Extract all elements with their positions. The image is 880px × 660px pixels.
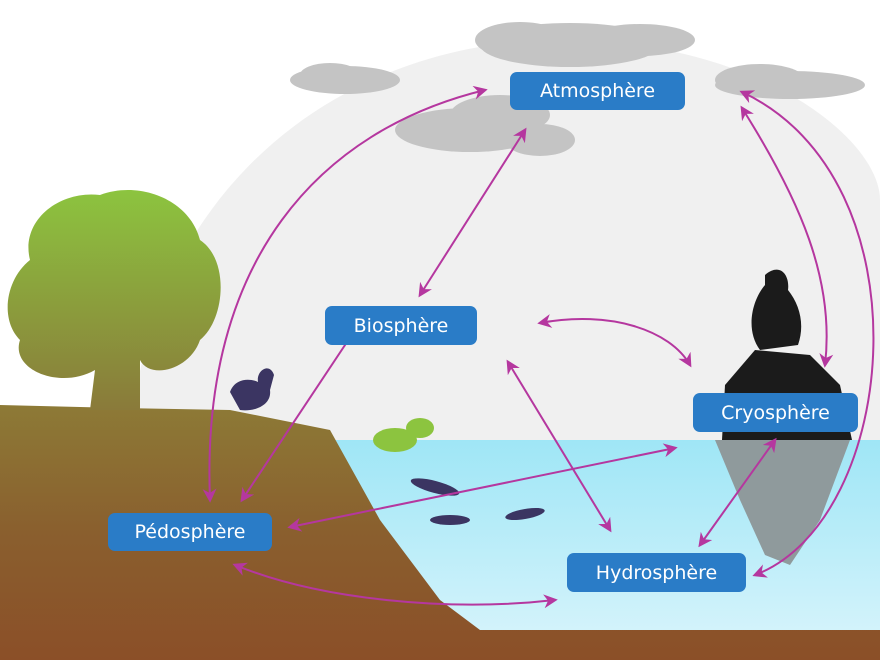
tree-icon [7, 190, 221, 410]
arrow-biosphere-pedosphere [240, 327, 357, 503]
label-pedosphere: Pédosphère [108, 513, 272, 551]
label-biosphere: Biosphère [325, 306, 477, 345]
arrow-cryosphere-pedosphere [287, 443, 678, 532]
arrow-biosphere-cryosphere [537, 314, 692, 368]
arrow-atmosphere-pedosphere [202, 85, 488, 503]
arrow-atmosphere-biosphere [418, 127, 527, 298]
arrow-pedosphere-hydrosphere [232, 562, 558, 609]
arrow-atmosphere-hydrosphere [739, 90, 875, 578]
arrow-cryosphere-hydrosphere [698, 437, 777, 548]
label-atmosphere: Atmosphère [510, 72, 685, 110]
label-hydrosphere: Hydrosphère [567, 553, 746, 592]
label-cryosphere: Cryosphère [693, 393, 858, 432]
interaction-arrows [202, 85, 875, 609]
